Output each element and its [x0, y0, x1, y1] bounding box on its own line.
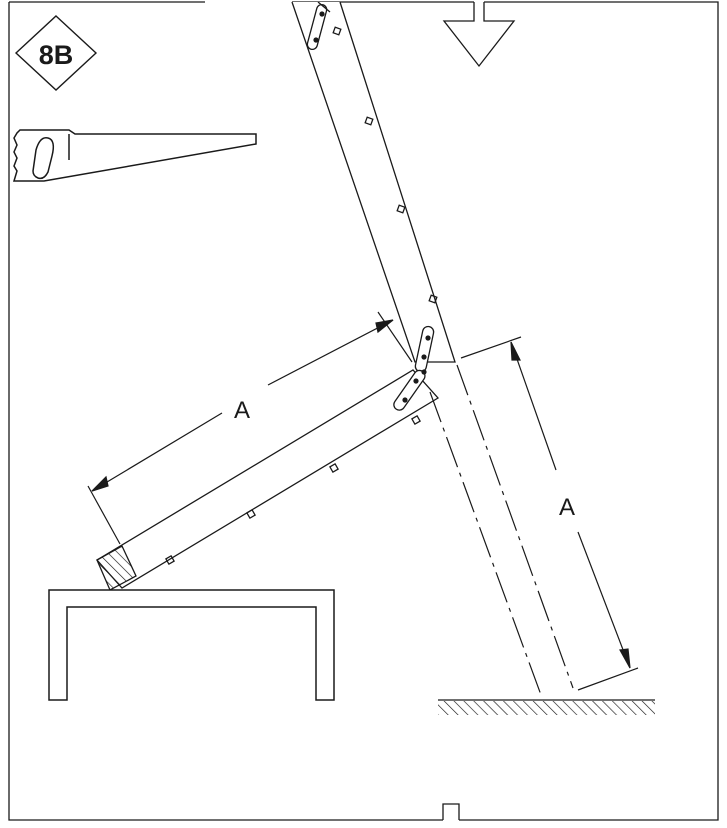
dimension-label-projected: A: [559, 494, 575, 521]
lower-ladder-section: [95, 369, 440, 591]
cut-hatch: [96, 545, 137, 591]
hinge-icon: [306, 1, 331, 51]
page-frame: [8, 1, 719, 821]
dimension-line-lower: [87, 311, 413, 545]
middle-hinge: [393, 325, 435, 411]
step-badge-label: 8B: [39, 40, 74, 70]
bottom-notch: [442, 803, 460, 820]
down-arrow-icon: [442, 2, 516, 68]
upper-ladder-section: [291, 1, 456, 363]
dimension-line-projected: [460, 336, 639, 691]
step-badge: 8B: [14, 15, 98, 91]
saw-icon: [12, 129, 257, 182]
projected-section: [429, 364, 574, 696]
support-stand: [48, 589, 335, 701]
floor-hatch: [438, 699, 655, 715]
dimension-label-lower: A: [234, 397, 250, 424]
